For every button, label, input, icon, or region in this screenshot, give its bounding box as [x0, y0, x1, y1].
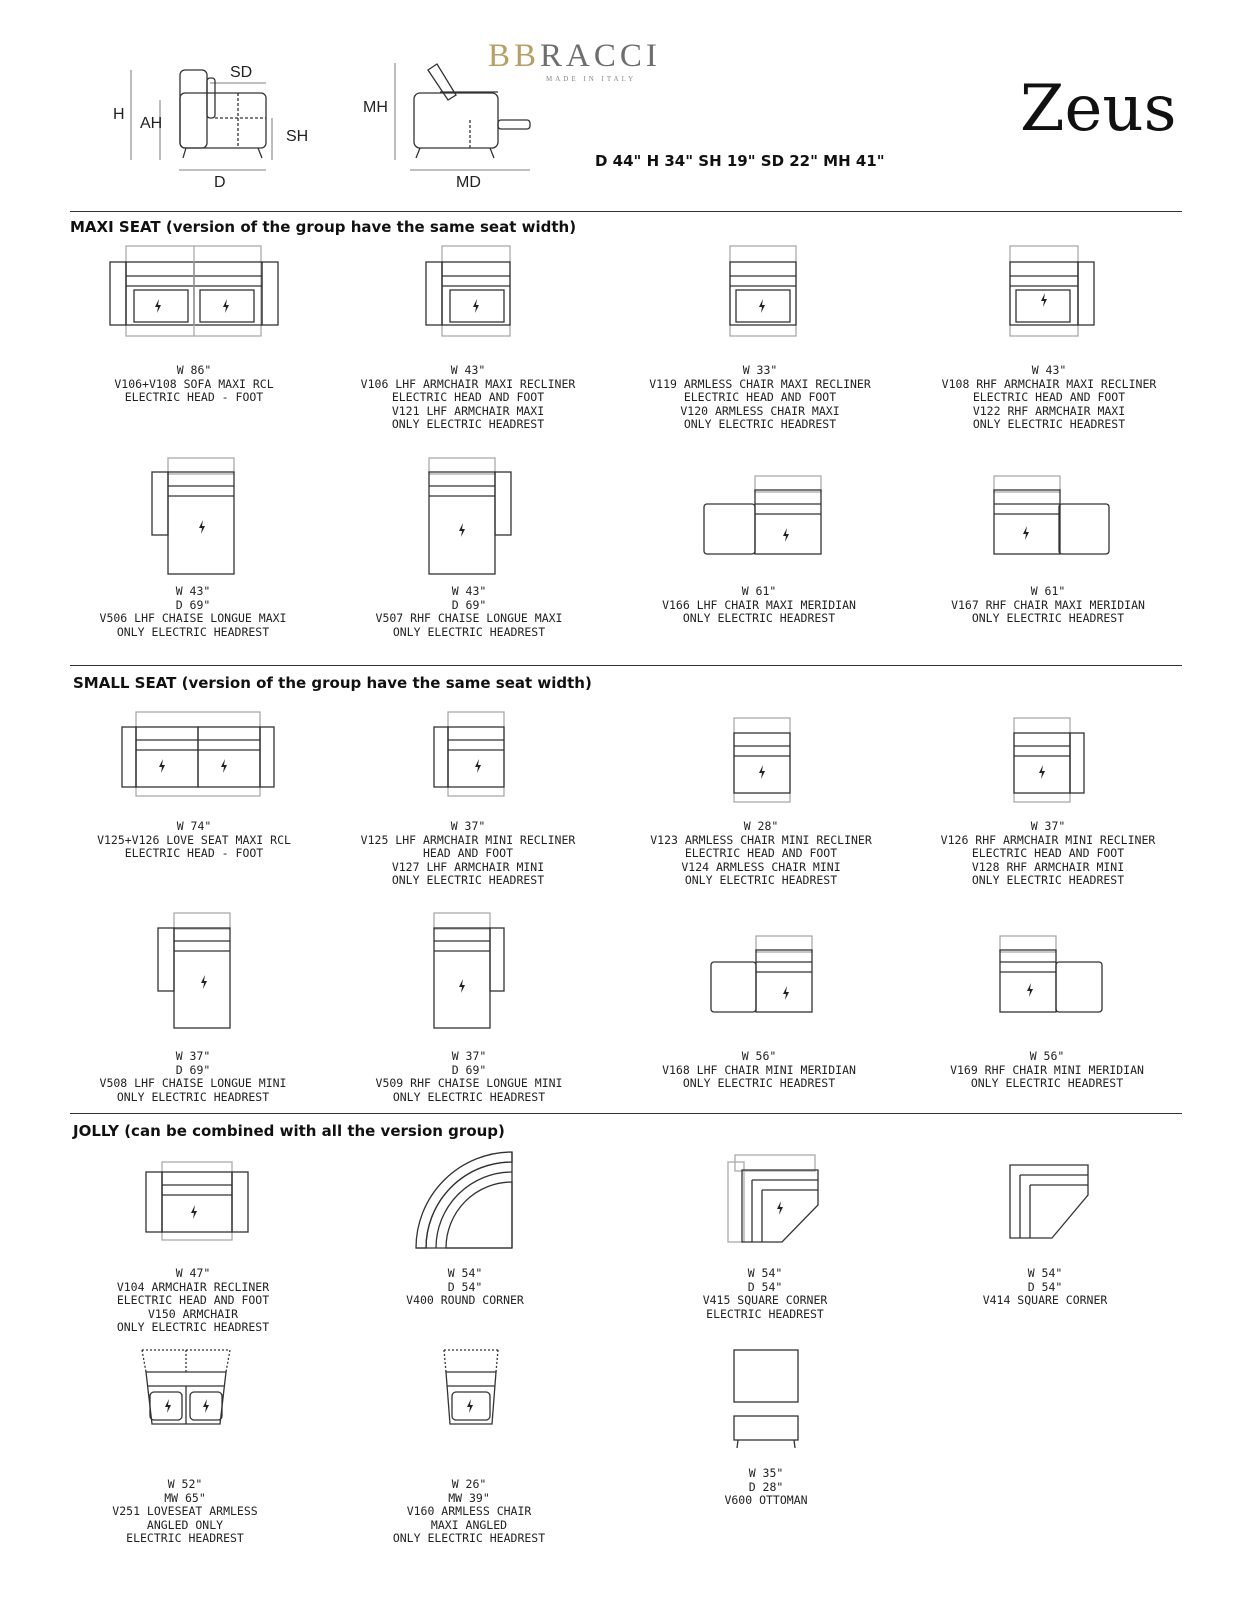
v125-v126-loveseat-drawing	[121, 711, 275, 797]
v400-round-corner-drawing	[415, 1151, 513, 1249]
v167-rhf-meridian-drawing	[993, 475, 1110, 555]
v104-armchair-drawing	[145, 1161, 249, 1241]
bracci-logo: BBRACCI MADE IN ITALY	[488, 38, 688, 84]
overall-dimensions: D 44" H 34" SH 19" SD 22" MH 41"	[595, 152, 885, 170]
side-view-sofa-diagram	[130, 69, 273, 171]
dim-label-mh: MH	[363, 99, 388, 116]
section-heading-small: SMALL SEAT (version of the group have th…	[73, 674, 592, 692]
logo-word: RACCI	[540, 38, 661, 74]
v119-armless-chair-drawing	[729, 245, 797, 337]
v506-lhf-chaise-drawing	[151, 457, 235, 575]
v414-square-corner-drawing	[1009, 1164, 1089, 1239]
v125-lhf-armchair-mini-drawing	[433, 711, 505, 797]
dim-label-ah: AH	[140, 115, 163, 132]
v251-loveseat-angled-drawing	[141, 1349, 231, 1425]
v160-armless-angled-drawing	[443, 1349, 499, 1425]
v106-lhf-armchair-drawing	[425, 245, 511, 337]
v415-square-corner-drawing	[727, 1154, 819, 1243]
v126-rhf-armchair-mini-drawing	[1013, 717, 1085, 803]
divider-maxi	[70, 211, 1182, 212]
item-caption: W 35"D 28"V600 OTTOMAN	[724, 1466, 808, 1507]
item-caption: W 54"D 54"V400 ROUND CORNER	[406, 1266, 524, 1307]
v168-lhf-meridian-mini-drawing	[710, 935, 813, 1013]
v600-ottoman-drawing	[733, 1349, 799, 1449]
v123-armless-mini-drawing	[733, 717, 791, 803]
divider-small	[70, 665, 1182, 666]
collection-title: Zeus	[1020, 72, 1177, 146]
v508-lhf-chaise-mini-drawing	[157, 912, 231, 1029]
v169-rhf-meridian-mini-drawing	[999, 935, 1103, 1013]
section-heading-maxi: MAXI SEAT (version of the group have the…	[70, 218, 577, 236]
dim-label-sh: SH	[286, 128, 309, 145]
recliner-side-view-diagram	[394, 63, 531, 171]
v108-rhf-armchair-drawing	[1009, 245, 1095, 337]
logo-bb: BB	[488, 38, 541, 74]
dim-label-md: MD	[456, 174, 481, 191]
dim-label-h: H	[113, 106, 125, 123]
divider-jolly	[70, 1113, 1182, 1114]
v507-rhf-chaise-drawing	[428, 457, 512, 575]
dim-label-d: D	[214, 174, 226, 191]
v106-v108-sofa-drawing	[109, 245, 279, 337]
v166-lhf-meridian-drawing	[703, 475, 822, 555]
section-heading-jolly: JOLLY (can be combined with all the vers…	[73, 1122, 505, 1140]
v509-rhf-chaise-mini-drawing	[433, 912, 505, 1029]
dim-label-sd: SD	[230, 64, 253, 81]
item-caption: W 54"D 54"V414 SQUARE CORNER	[982, 1266, 1108, 1307]
logo-tagline: MADE IN ITALY	[546, 75, 637, 83]
